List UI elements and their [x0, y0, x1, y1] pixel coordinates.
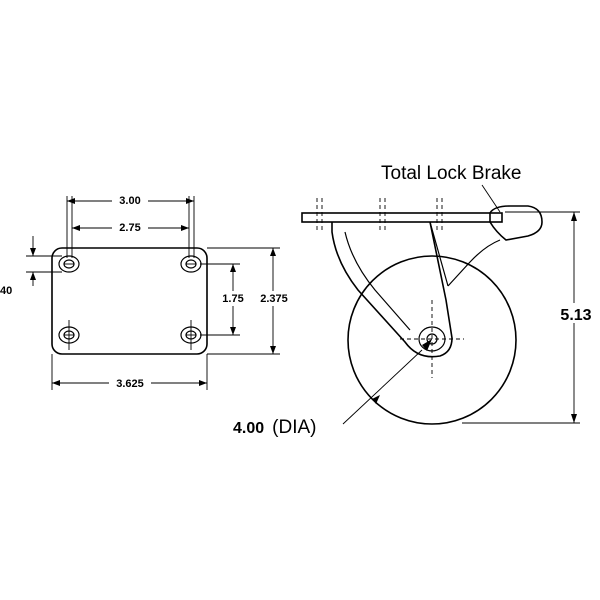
- plate-outline: [51, 247, 208, 355]
- height-label: 5.13: [560, 307, 591, 324]
- top-mounting-plate: [301, 212, 503, 223]
- dim-left-partial-label: 40: [0, 285, 12, 297]
- diameter-value: 4.00: [233, 420, 264, 437]
- brake-pedal: [489, 205, 543, 241]
- brake-label: Total Lock Brake: [381, 163, 521, 184]
- dim-1-75-label: 1.75: [222, 293, 243, 305]
- dim-3-625-label: 3.625: [116, 378, 144, 390]
- wheel-outer: [347, 255, 517, 425]
- caster-fork: [331, 221, 453, 358]
- diameter-unit: (DIA): [272, 417, 316, 438]
- dim-line-left-partial: [26, 236, 62, 286]
- dim-3-00-label: 3.00: [119, 195, 140, 207]
- top-plate-view: 3.00 2.75 3.625 1.75: [0, 192, 295, 391]
- dim-2-375-label: 2.375: [260, 293, 288, 305]
- dim-2-75-label: 2.75: [119, 222, 140, 234]
- diameter-label: 4.00 (DIA): [233, 417, 316, 438]
- side-view: Total Lock Brake 5.13 4.00 (DIA): [233, 163, 596, 438]
- diameter-leader: [342, 339, 432, 425]
